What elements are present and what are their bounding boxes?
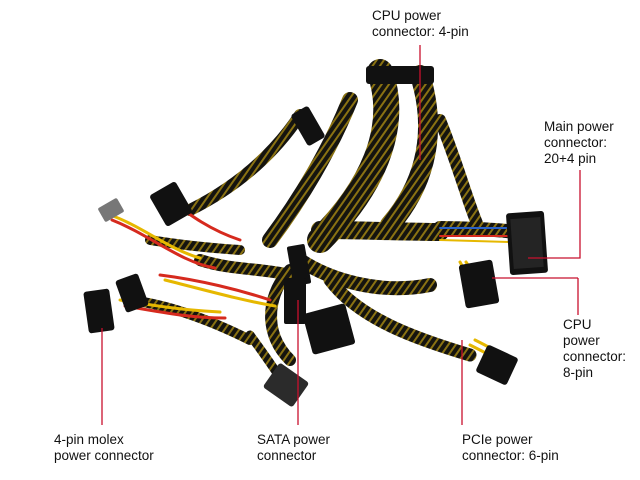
label-molex: 4-pin molex power connector [54,432,154,464]
sata-connectors [284,106,356,355]
label-pcie-line1: PCIe power [462,432,533,447]
leader-lines [101,45,581,425]
label-pcie: PCIe power connector: 6-pin [462,432,559,464]
label-molex-line1: 4-pin molex [54,432,124,447]
label-main-power-line1: Main power [544,119,614,134]
leader-main-power [528,170,581,259]
label-pcie-line2: connector: 6-pin [462,448,559,463]
label-main-power-line2: connector: [544,135,608,150]
label-sata: SATA power connector [257,432,330,464]
label-cpu-8pin-line1: CPU [563,317,592,332]
label-main-power: Main power connector: 20+4 pin [544,119,614,167]
label-cpu-4pin: CPU power connector: 4-pin [372,8,469,40]
label-cpu-4pin-line1: CPU power [372,8,442,23]
label-main-power-line3: 20+4 pin [544,151,597,166]
cpu-4pin-connector [366,66,434,84]
label-molex-line2: power connector [54,448,154,463]
label-cpu-4pin-line2: connector: 4-pin [372,24,469,39]
label-cpu-8pin-line2: power [563,333,600,348]
cpu-8pin-connector [458,259,500,309]
molex-connectors [83,182,309,407]
main-power-connector [506,210,548,276]
pcie-connector [476,345,518,385]
label-cpu-8pin-line4: 8-pin [563,365,594,380]
label-cpu-8pin: CPU power connector: 8-pin [563,317,626,381]
label-cpu-8pin-line3: connector: [563,349,627,364]
label-sata-line2: connector [257,448,317,463]
label-sata-line1: SATA power [257,432,331,447]
